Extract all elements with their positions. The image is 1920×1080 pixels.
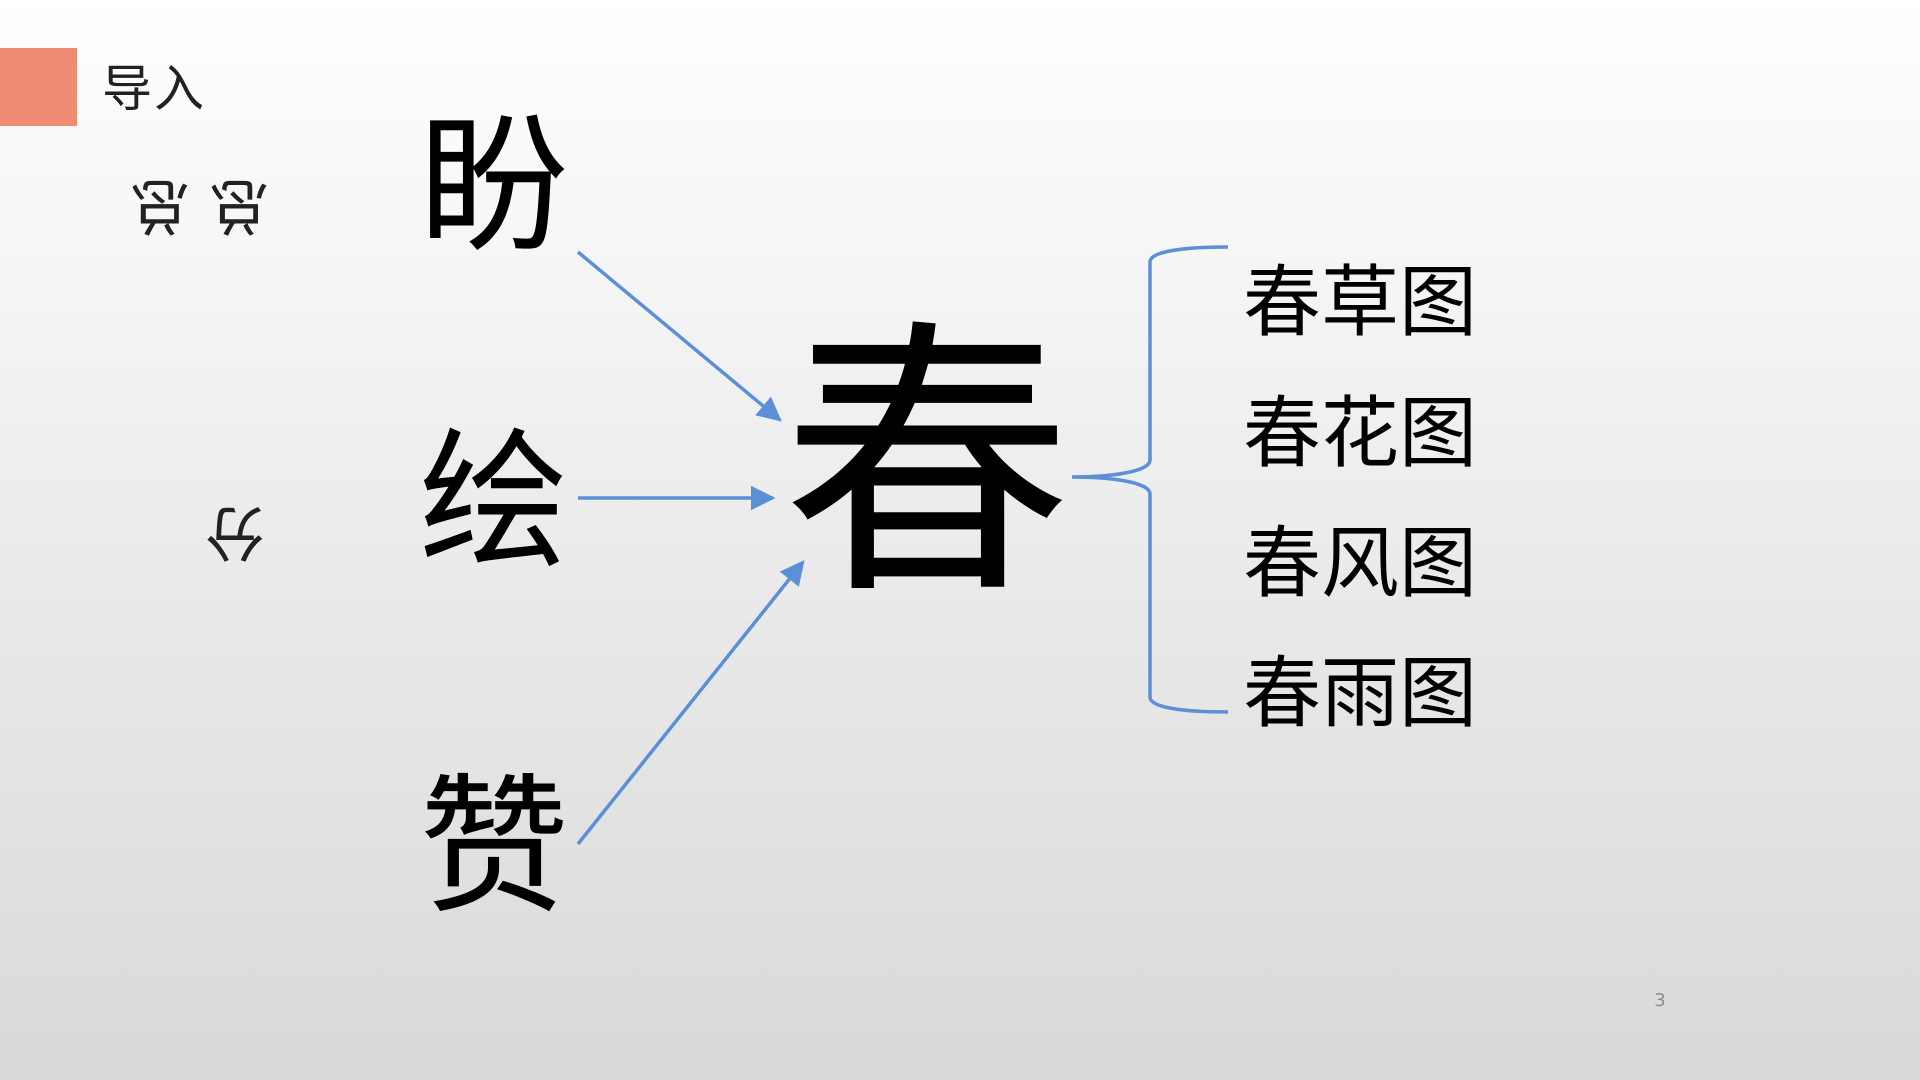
combination-item: 春草图: [1243, 258, 1478, 348]
source-char-pan: 盼: [418, 100, 569, 274]
combination-item: 春风图: [1243, 519, 1478, 609]
arrow-pan-to-chun: [576, 250, 782, 422]
source-char-hui: 绘: [418, 416, 569, 590]
section-title: 导入: [102, 60, 206, 118]
side-note-total: 总 总: [130, 170, 270, 240]
section-marker: [0, 48, 77, 126]
brace-icon: [1071, 245, 1229, 714]
combination-item: 春花图: [1243, 389, 1478, 479]
arrow-zan-to-chun: [576, 560, 805, 846]
center-char-chun: 春: [782, 297, 1072, 634]
side-note-part: 分: [205, 497, 265, 567]
combination-item: 春雨图: [1243, 649, 1478, 739]
source-char-zan: 赞: [418, 761, 569, 935]
page-number: 3: [1654, 990, 1666, 1011]
